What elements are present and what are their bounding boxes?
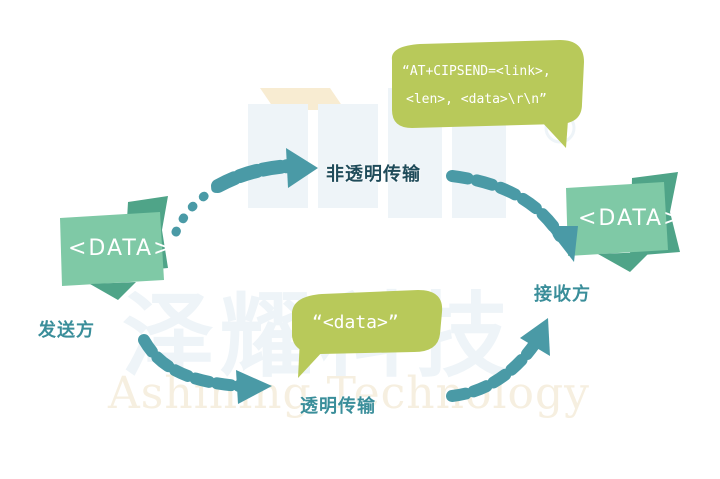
arrow-to-receiver-top [546,226,578,262]
transparent-data-text: “<data>” [312,312,399,333]
non-transparent-command-line1: “AT+CIPSEND=<link>, [402,64,551,79]
transparent-bubble [292,290,442,378]
sender-label: 发送方 [38,316,95,342]
receiver-data-text: <DATA> [578,206,684,231]
receiver-label: 接收方 [534,280,591,306]
non-transparent-command-line2: <len>, <data>\r\n” [406,92,547,107]
arrow-to-transparent [236,370,272,404]
non-transparent-label: 非透明传输 [326,160,421,186]
arrow-to-non-transparent [286,148,318,188]
transparent-label: 透明传输 [300,392,376,418]
sender-data-text: <DATA> [68,236,174,261]
